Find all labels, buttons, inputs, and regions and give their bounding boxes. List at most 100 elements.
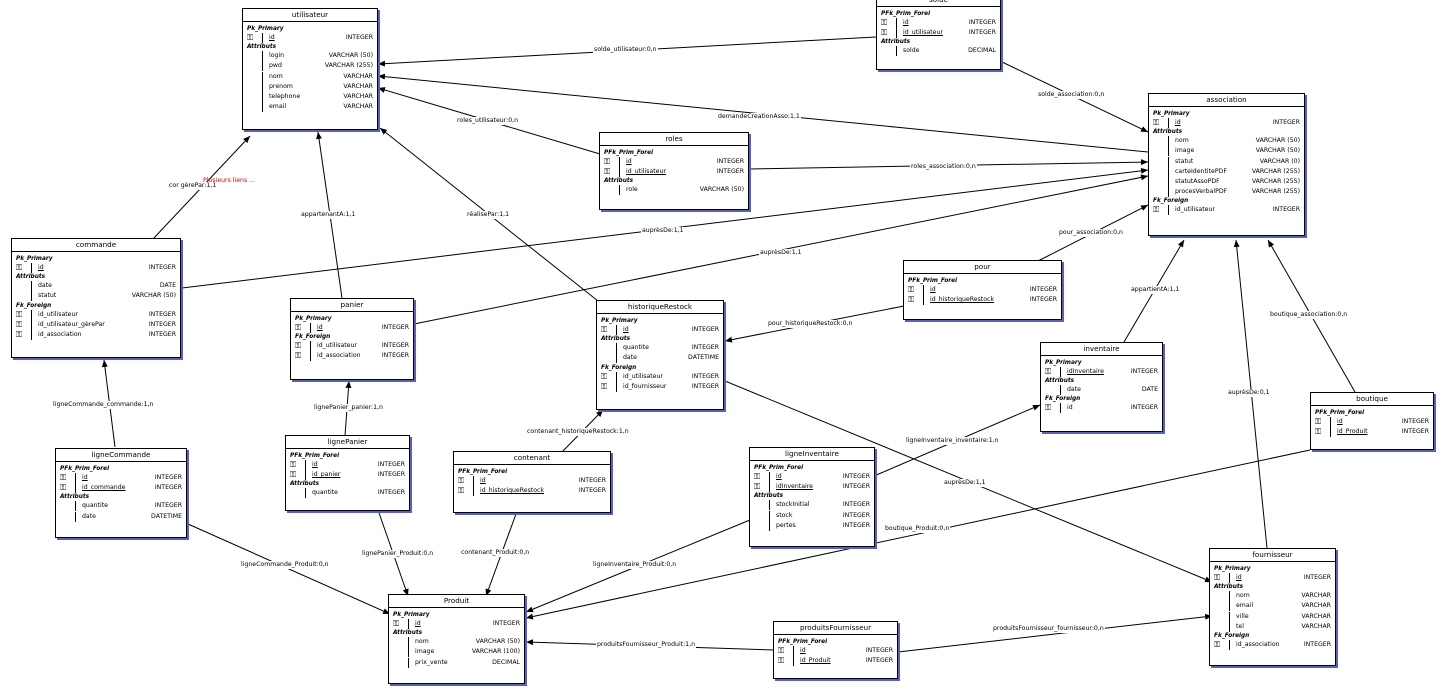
field-name: id <box>480 477 486 484</box>
field-type: INTEGER <box>842 473 870 480</box>
field-bar <box>31 319 36 330</box>
field-bar <box>305 488 310 499</box>
field-type: VARCHAR (0) <box>1259 157 1300 165</box>
field-name: id <box>1175 119 1181 126</box>
field-name: prix_vente <box>415 658 448 666</box>
section-label: Fk_Foreign <box>16 302 52 309</box>
field-name: id_utilisateur <box>38 310 78 318</box>
field-type: INTEGER <box>148 330 176 338</box>
key-icon: ⚿ <box>16 309 23 319</box>
field-name: id <box>930 286 936 293</box>
field-type: INTEGER <box>381 324 409 331</box>
field-type: INTEGER <box>492 620 520 627</box>
field-type: INTEGER <box>1303 574 1331 581</box>
field-name: date <box>623 354 637 362</box>
field-name: id_utilisateur <box>623 372 663 380</box>
entity-solde[interactable]: soldePFk_Prim_Forei⚿idINTEGER⚿id_utilisa… <box>876 0 1001 70</box>
field-bar <box>923 285 928 296</box>
entity-title: solde <box>877 0 1000 7</box>
field-bar <box>31 330 36 341</box>
field-name: carteIdentitePDF <box>1175 167 1227 175</box>
key-icon: ⚿ <box>458 476 465 486</box>
field-name: date <box>38 282 52 290</box>
entity-title: utilisateur <box>243 9 377 22</box>
key-icon: ⚿ <box>290 470 297 480</box>
section-label: PFk_Prim_Forei <box>778 639 828 645</box>
field-type: INTEGER <box>345 34 373 41</box>
field-bar <box>1168 205 1173 216</box>
field-name: quantite <box>312 489 338 497</box>
field-bar <box>31 291 36 302</box>
section-label: Pk_Primary <box>601 318 638 324</box>
field-type: VARCHAR <box>343 72 373 80</box>
field-name: prenom <box>269 82 293 90</box>
field-type: VARCHAR (255) <box>1251 177 1300 185</box>
field-name: date <box>82 512 96 520</box>
key-icon: ⚿ <box>393 619 400 629</box>
field-bar <box>769 472 774 483</box>
key-icon: ⚿ <box>16 263 23 273</box>
field-bar <box>262 33 267 44</box>
field-bar <box>75 473 80 484</box>
field-type: INTEGER <box>691 382 719 390</box>
label-produitsFournisseur-Produit: produitsFournisseur_Produit:1,n <box>596 641 696 649</box>
field-bar <box>1229 591 1234 602</box>
section-label: Pk_Primary <box>393 612 430 618</box>
field-bar <box>1060 403 1065 414</box>
field-name: id_fournisseur <box>623 382 667 390</box>
field-type: VARCHAR (100) <box>471 648 520 656</box>
field-bar <box>31 263 36 274</box>
field-bar <box>305 460 310 471</box>
field-type: INTEGER <box>148 264 176 271</box>
field-bar <box>1229 573 1234 584</box>
field-name: id_historiqueRestock <box>930 296 994 304</box>
field-type: VARCHAR (50) <box>475 638 520 646</box>
section-label: Fk_Foreign <box>295 334 331 341</box>
entity-title: commande <box>12 239 180 252</box>
section-label: Fk_Foreign <box>1153 198 1189 205</box>
field-name: idInventaire <box>1067 368 1104 375</box>
label-boutique-Produit: boutique_Produit:0,n <box>884 525 951 533</box>
label-ligneInventaire-inventaire: ligneInventaire_inventaire:1,n <box>905 437 1000 445</box>
section-label: PFk_Prim_Forei <box>604 150 654 156</box>
section-label: Attributs <box>601 336 631 343</box>
label-roles-association: roles_association:0,n <box>910 163 977 171</box>
key-icon: ⚿ <box>290 460 297 470</box>
field-bar <box>1060 367 1065 378</box>
link-ligneCommande-produit <box>187 523 391 615</box>
field-bar <box>1229 611 1234 622</box>
section-label: Attributs <box>60 494 90 501</box>
section-label: Fk_Foreign <box>1214 632 1250 639</box>
field-bar <box>310 323 315 334</box>
section-label: Attributs <box>881 39 911 46</box>
key-icon: ⚿ <box>295 351 302 361</box>
label-lignePanier-Produit: lignePanier_Produit:0,n <box>361 550 435 558</box>
entity-title: fournisseur <box>1210 549 1335 562</box>
field-bar <box>793 656 798 667</box>
